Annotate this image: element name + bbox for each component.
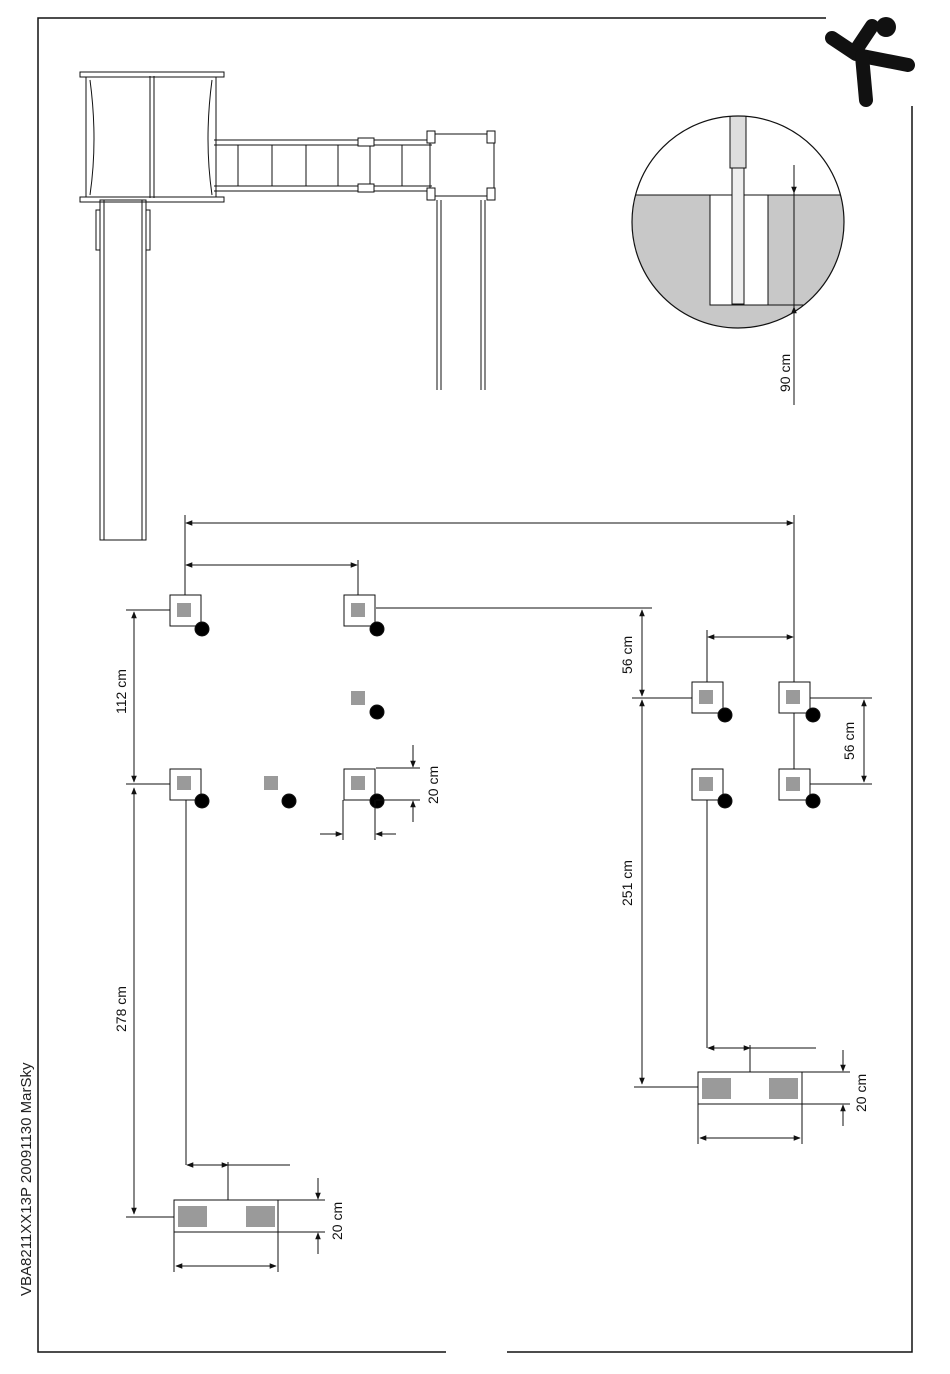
dimension-251: 251 cm [619, 860, 635, 906]
jumping-figure-logo-icon [832, 17, 908, 100]
post-box [264, 776, 296, 808]
post-box [779, 682, 820, 722]
platform [86, 74, 216, 200]
post-box [692, 769, 732, 808]
post-box [351, 691, 384, 719]
post-box [170, 769, 209, 808]
dimension-20-center: 20 cm [425, 766, 441, 804]
left-footprint [126, 595, 652, 1272]
post-box [170, 595, 209, 636]
post-box [344, 769, 384, 808]
post-box [779, 769, 820, 808]
dimension-56-right: 56 cm [841, 722, 857, 760]
swing-frame [427, 131, 495, 390]
dimension-labels: 112 cm 278 cm 20 cm 20 cm 56 cm 56 cm 25… [113, 636, 869, 1240]
post-box [344, 595, 384, 636]
ladder-bridge [214, 138, 432, 192]
play-structure-top-view [80, 72, 495, 540]
depth-label: 90 cm [777, 354, 793, 392]
dimension-112: 112 cm [113, 669, 129, 714]
slide [96, 200, 150, 540]
dimension-20-right-bottom: 20 cm [853, 1074, 869, 1112]
post-box [692, 682, 732, 722]
top-dimensions [185, 515, 794, 685]
dimension-56-gap: 56 cm [619, 636, 635, 674]
document-code: VBA8211XX13P 20091130 MarSky [18, 1063, 35, 1297]
anchor-depth-detail: 90 cm [620, 110, 860, 405]
right-footprint [632, 610, 872, 1144]
dimension-20-left-bottom: 20 cm [329, 1202, 345, 1240]
dimension-278: 278 cm [113, 986, 129, 1032]
